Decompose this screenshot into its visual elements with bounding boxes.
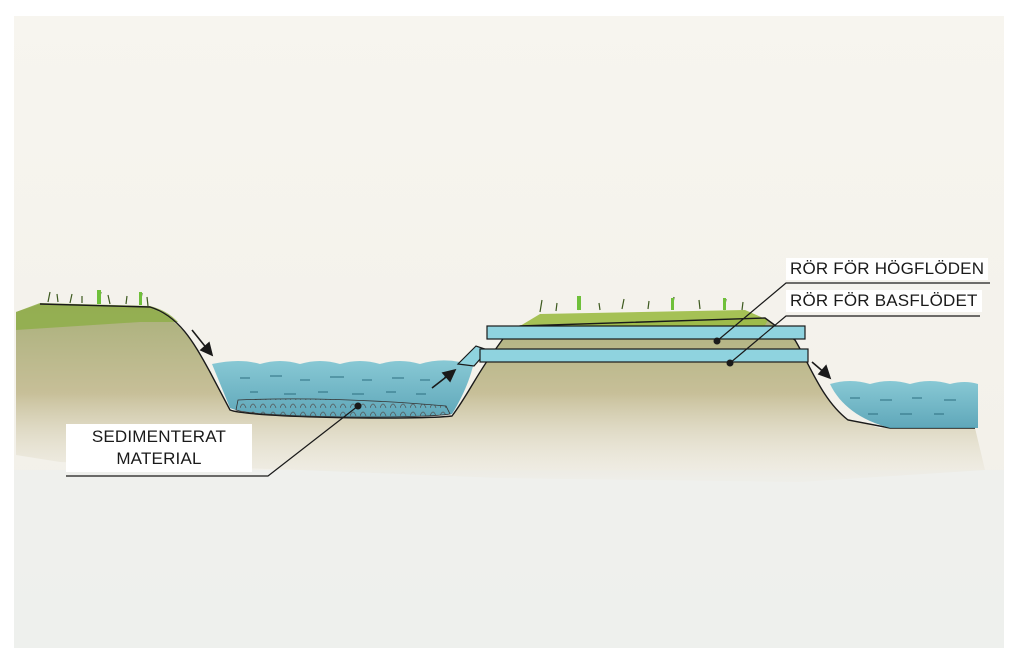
high-flow-pipe-label: RÖR FÖR HÖGFLÖDEN — [786, 258, 989, 280]
base-flow-pipe-label: RÖR FÖR BASFLÖDET — [786, 290, 982, 312]
left-bank-grass — [16, 303, 178, 330]
sediment-label-line2: MATERIAL — [116, 449, 202, 468]
leader-dots — [354, 337, 734, 410]
water-ripples — [240, 375, 452, 395]
high-flow-pipe — [486, 325, 806, 340]
leader-lines — [66, 282, 990, 477]
ground-outline — [39, 303, 975, 429]
sediment-label: SEDIMENTERAT MATERIAL — [66, 424, 252, 472]
outlet-water — [830, 381, 978, 428]
grass-highlights — [97, 290, 726, 310]
sediment-label-line1: SEDIMENTERAT — [91, 427, 227, 446]
base-flow-pipe — [456, 345, 809, 367]
outlet-ripples — [850, 397, 956, 415]
flow-arrows — [191, 329, 832, 389]
sediment-deposit — [235, 398, 451, 418]
ground-fade — [14, 470, 1004, 648]
